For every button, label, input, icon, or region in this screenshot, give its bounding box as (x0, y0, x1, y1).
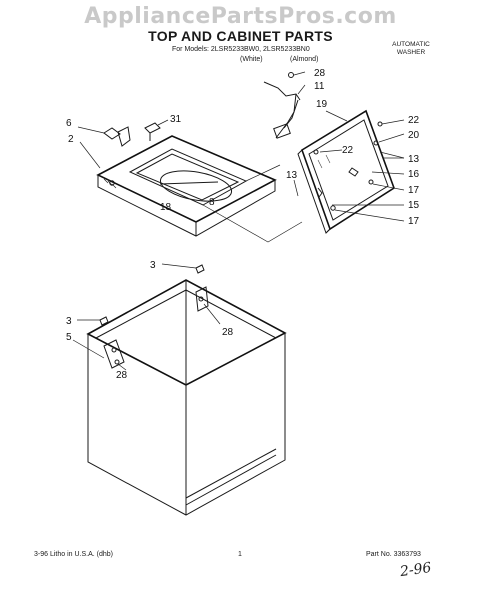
callout-3-lower: 3 (66, 316, 72, 327)
callout-18: 18 (160, 202, 172, 213)
color-white-label: (White) (240, 56, 263, 63)
callout-13-right: 13 (408, 154, 420, 165)
callout-3-upper: 3 (150, 260, 156, 271)
product-type-line2: WASHER (396, 49, 426, 56)
callout-6: 6 (66, 118, 72, 129)
callout-22-inner: 22 (342, 145, 354, 156)
callout-11: 11 (314, 81, 325, 92)
callout-17-lower: 17 (408, 216, 420, 227)
callout-28-top: 28 (314, 68, 326, 79)
footer-part-number: Part No. 3363793 (366, 551, 421, 558)
footer-print-info: 3-96 Litho in U.S.A. (dhb) (34, 551, 113, 558)
washer-top-assembly (96, 135, 277, 237)
callout-5: 5 (66, 332, 72, 343)
product-type-label: AUTOMATIC WASHER (383, 41, 439, 57)
callout-22-right: 22 (408, 115, 420, 126)
lid-switch-harness (263, 71, 306, 139)
color-almond-label: (Almond) (290, 56, 319, 63)
footer-page-number: 1 (238, 551, 242, 558)
product-type-line1: AUTOMATIC (392, 41, 430, 48)
models-line: For Models: 2LSR5233BW0, 2LSR5233BN0 (172, 46, 310, 53)
callout-31: 31 (170, 114, 182, 125)
callout-16: 16 (408, 169, 420, 180)
callout-15: 15 (408, 200, 420, 211)
callout-20: 20 (408, 130, 420, 141)
cabinet (72, 263, 287, 516)
watermark-text: AppliancePartsPros.com (84, 4, 397, 29)
callout-13-left: 13 (286, 170, 298, 181)
callout-17-upper: 17 (408, 185, 420, 196)
callout-19: 19 (316, 99, 328, 110)
hinge-hardware (77, 119, 169, 169)
callout-28-mid: 28 (222, 327, 234, 338)
callout-numbers: 28 11 19 22 20 22 13 16 17 15 17 13 6 31… (66, 68, 420, 381)
callout-2: 2 (68, 134, 74, 145)
callout-8: 8 (209, 197, 215, 208)
lid-assembly (293, 109, 405, 234)
page-title: TOP AND CABINET PARTS (148, 28, 333, 44)
callout-28-low: 28 (116, 370, 128, 381)
